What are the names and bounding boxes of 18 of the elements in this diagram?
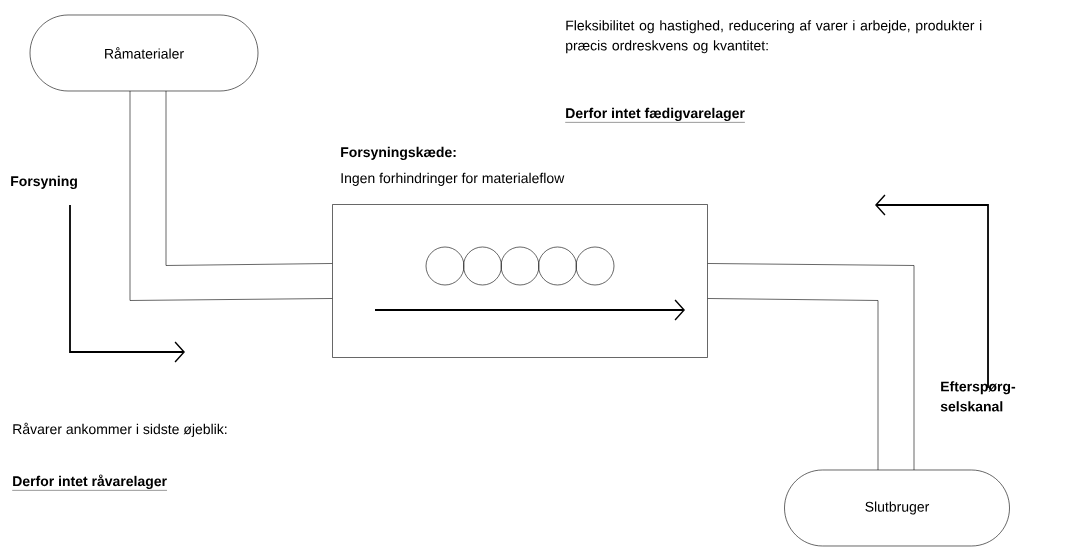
circle: [500, 246, 540, 286]
circle: [575, 246, 615, 286]
terminal-box: Råmaterialer: [29, 14, 259, 92]
pipe-connector: [707, 263, 915, 471]
note-heading: Derfor intet fædigvarelager: [565, 107, 746, 123]
terminal-box: Slutbruger: [784, 469, 1010, 547]
note-heading: Derfor intet råvarelager: [12, 474, 168, 491]
flow-label: Efterspørg- selskanal: [940, 381, 1016, 412]
process-box: Forsyningskæde: Ingen forhindringer for materialeflow: [332, 146, 708, 358]
circle: [463, 246, 502, 286]
circle: [425, 246, 465, 286]
node-label: Ingen forhindringer for materialeflow: [341, 172, 565, 186]
note-text: Råvarer ankommer i sidste øjeblik:: [13, 422, 227, 437]
node-label: Forsyningskæde:: [341, 146, 456, 160]
note-text: Fleksibilitet og hastighed, reducering af varer i arbejde, produkter i præcis ordreskvens og kvantitet:: [566, 20, 982, 54]
flow-label: Forsyning: [11, 175, 77, 189]
circle: [538, 246, 577, 286]
pipe-connector: [129, 90, 333, 301]
